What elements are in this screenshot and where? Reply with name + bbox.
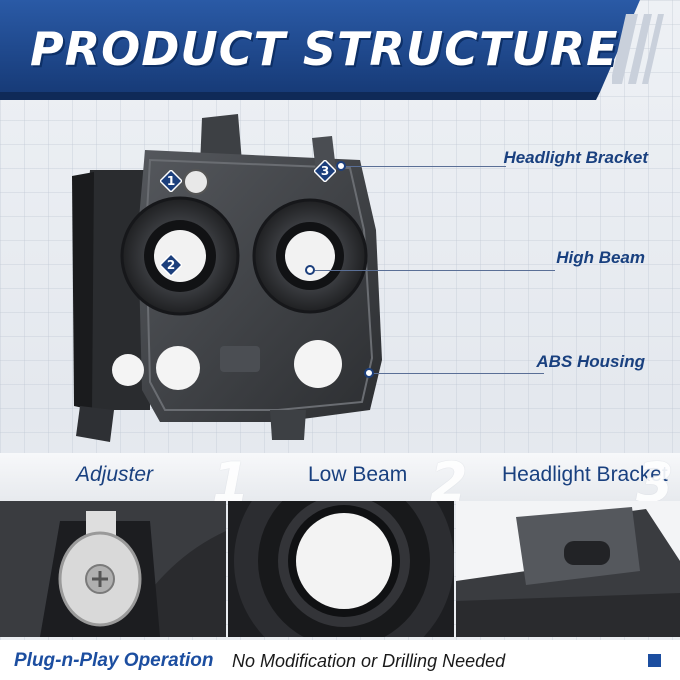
- callout-label-abs-housing: ABS Housing: [536, 352, 645, 371]
- feature-label-low-beam: Low Beam: [308, 463, 408, 486]
- feature-label-bar: Adjuster 1 Low Beam 2 Headlight Bracket …: [0, 451, 680, 514]
- marker-number: 2: [166, 258, 176, 272]
- callout-dot-high-beam: [305, 265, 315, 275]
- callout-label-headlight-bracket: Headlight Bracket: [503, 148, 648, 167]
- feature-label-headlight-bracket: Headlight Bracket: [502, 463, 668, 486]
- callout-line-high-beam: [315, 270, 555, 271]
- callout-marker-2: 2: [158, 252, 184, 278]
- callout-line-housing: [374, 373, 544, 374]
- callout-line-bracket: [346, 166, 506, 167]
- callout-label-high-beam: High Beam: [556, 248, 645, 267]
- banner-shape: [0, 0, 640, 100]
- feature-label-adjuster: Adjuster: [76, 463, 154, 486]
- footer-description: No Modification or Drilling Needed: [232, 651, 506, 671]
- callout-marker-1: 1: [158, 168, 184, 194]
- page-title: PRODUCT STRUCTURE: [30, 22, 619, 76]
- title-banner: PRODUCT STRUCTURE: [0, 0, 664, 100]
- bracket-photo: [456, 501, 680, 637]
- decorative-stripes: [612, 14, 664, 84]
- headlight-illustration: [72, 114, 382, 442]
- callout-dot-housing: [364, 368, 374, 378]
- footer-bar: Plug-n-Play Operation No Modification or…: [0, 640, 680, 680]
- detail-photos: [0, 501, 680, 637]
- callout-marker-3: 3: [312, 158, 338, 184]
- low-beam-photo: [228, 501, 454, 637]
- square-icon: [648, 654, 661, 667]
- callout-dot-bracket: [336, 161, 346, 171]
- footer-lead-text: Plug-n-Play Operation: [14, 650, 214, 671]
- adjuster-photo: [0, 501, 226, 637]
- marker-number: 1: [166, 174, 176, 188]
- marker-number: 3: [320, 164, 330, 178]
